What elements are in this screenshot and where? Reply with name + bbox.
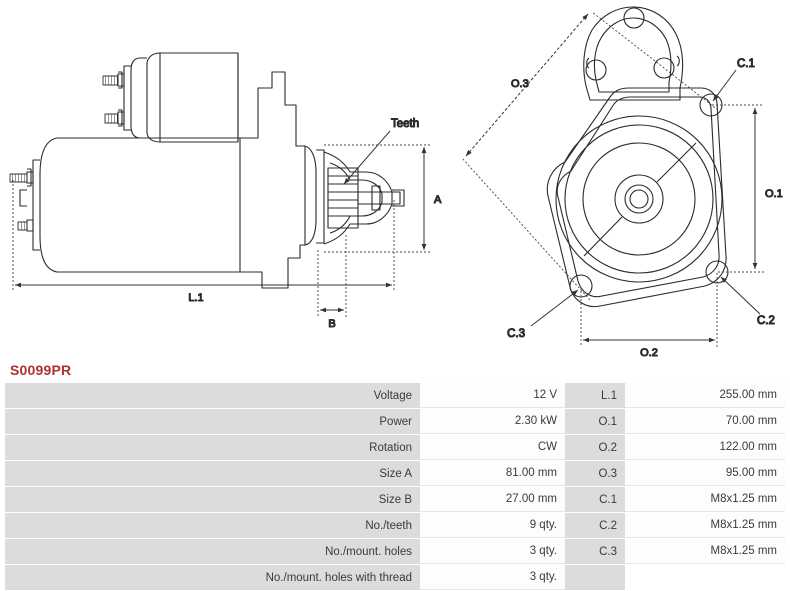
spec-label: Size B	[5, 487, 420, 512]
dimension-label-A: A	[434, 194, 442, 206]
dimension-label-L1: L.1	[188, 292, 203, 304]
callout-teeth: Teeth	[343, 117, 420, 185]
starter-side-view: A L.1 B T	[9, 52, 443, 331]
spec-label: Size A	[5, 461, 420, 486]
dimension-O2: O.2	[580, 273, 718, 358]
dimension-label: L.1	[565, 383, 625, 408]
spec-value: 27.00 mm	[420, 487, 565, 512]
dimension-label: O.2	[565, 435, 625, 460]
callout-C1: C.1	[712, 57, 755, 102]
solenoid-assembly	[102, 52, 239, 143]
dimension-value: M8x1.25 mm	[625, 513, 785, 538]
spec-label: Power	[5, 409, 420, 434]
dimension-value: M8x1.25 mm	[625, 487, 785, 512]
spec-label: No./teeth	[5, 513, 420, 538]
dimension-label: O.1	[565, 409, 625, 434]
dimension-label: C.1	[565, 487, 625, 512]
dimension-label-O1: O.1	[765, 188, 783, 200]
spec-empty-cell	[625, 565, 785, 590]
dimension-label-O3: O.3	[511, 78, 529, 90]
spec-value: 81.00 mm	[420, 461, 565, 486]
dimension-value: 70.00 mm	[625, 409, 785, 434]
dimension-B: B	[317, 235, 347, 331]
dimension-value: 95.00 mm	[625, 461, 785, 486]
spec-value: 12 V	[420, 383, 565, 408]
spec-value: 3 qty.	[420, 565, 565, 590]
drive-housing-flange	[546, 87, 727, 308]
dimension-label: O.3	[565, 461, 625, 486]
dimension-value: 255.00 mm	[625, 383, 785, 408]
page-root: A L.1 B T	[5, 6, 785, 590]
spec-label: Voltage	[5, 383, 420, 408]
callout-label-teeth: Teeth	[391, 118, 419, 130]
pinion-drive-assembly	[323, 151, 405, 245]
drive-end-housing	[240, 71, 325, 289]
technical-drawings: A L.1 B T	[9, 6, 783, 358]
spec-value: 2.30 kW	[420, 409, 565, 434]
callout-label-C2: C.2	[757, 315, 775, 327]
dimension-label-B: B	[328, 318, 335, 330]
housing-concentric-circles	[555, 115, 723, 283]
motor-body	[9, 137, 241, 273]
part-number: S0099PR	[10, 362, 72, 378]
spec-empty-cell	[565, 565, 625, 590]
spec-label: Rotation	[5, 435, 420, 460]
callout-label-C1: C.1	[737, 58, 755, 70]
spec-label: No./mount. holes	[5, 539, 420, 564]
callout-C2: C.2	[720, 276, 775, 328]
spec-value: 3 qty.	[420, 539, 565, 564]
dimension-value: M8x1.25 mm	[625, 539, 785, 564]
dimension-label-O2: O.2	[640, 347, 658, 358]
dimension-O1: O.1	[712, 104, 783, 273]
dimension-value: 122.00 mm	[625, 435, 785, 460]
starter-front-view: O.1 O.2 O.3	[461, 6, 783, 358]
callout-C3: C.3	[507, 289, 579, 341]
upper-bracket	[583, 6, 684, 101]
callout-label-C3: C.3	[507, 328, 525, 340]
spec-value: CW	[420, 435, 565, 460]
dimension-L1: L.1	[12, 180, 395, 305]
dimension-label: C.2	[565, 513, 625, 538]
dimension-A: A	[324, 144, 443, 253]
dimension-label: C.3	[565, 539, 625, 564]
spec-value: 9 qty.	[420, 513, 565, 538]
dimension-O3: O.3	[461, 11, 719, 301]
spec-label: No./mount. holes with thread	[5, 565, 420, 590]
